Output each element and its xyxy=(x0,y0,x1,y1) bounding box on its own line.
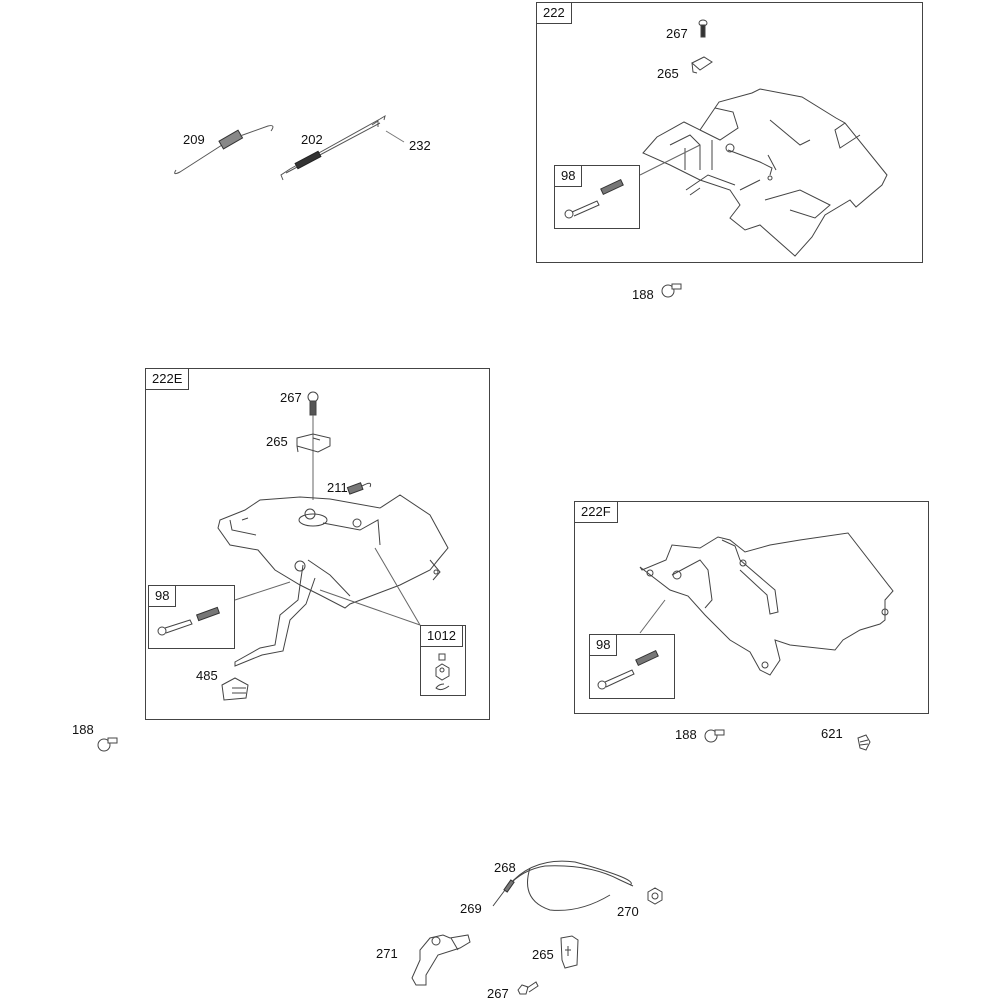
callout-222-265: 265 xyxy=(657,66,679,81)
callout-269: 269 xyxy=(460,901,482,916)
callout-188-left: 188 xyxy=(72,722,94,737)
inset-98-tag[interactable]: 98 xyxy=(554,165,583,187)
inset-98-tag[interactable]: 98 xyxy=(148,585,177,607)
group-222E-inset-1012: 1012 xyxy=(420,625,466,696)
group-222E-inset-98: 98 xyxy=(148,585,235,649)
callout-202: 202 xyxy=(301,132,323,147)
callout-222-267: 267 xyxy=(666,26,688,41)
callout-188-right: 188 xyxy=(675,727,697,742)
inset-1012-tag[interactable]: 1012 xyxy=(420,625,463,647)
spring-209-drawing xyxy=(175,126,273,174)
callout-232: 232 xyxy=(409,138,431,153)
group-222-box: 222 xyxy=(536,2,923,263)
group-222F-tag[interactable]: 222F xyxy=(574,501,618,523)
callout-222E-485: 485 xyxy=(196,668,218,683)
callout-265-cable: 265 xyxy=(532,947,554,962)
group-222F-inset-98: 98 xyxy=(589,634,675,699)
callout-222E-211: 211 xyxy=(327,480,348,495)
callout-222E-267: 267 xyxy=(280,390,302,405)
callout-271: 271 xyxy=(376,946,398,961)
callout-268: 268 xyxy=(494,860,516,875)
group-222-tag[interactable]: 222 xyxy=(536,2,572,24)
group-222E-box: 222E xyxy=(145,368,490,720)
pin-spring-drawing xyxy=(157,606,221,636)
callout-270: 270 xyxy=(617,904,639,919)
callout-188-top: 188 xyxy=(632,287,654,302)
callout-222E-265: 265 xyxy=(266,434,288,449)
screw-nut-clip-drawing xyxy=(435,653,450,691)
group-222-inset-98: 98 xyxy=(554,165,640,229)
callout-267-cable: 267 xyxy=(487,986,509,1001)
inset-98-tag[interactable]: 98 xyxy=(589,634,618,656)
pin-spring-drawing xyxy=(597,649,659,690)
group-222E-tag[interactable]: 222E xyxy=(145,368,190,390)
callout-621: 621 xyxy=(821,726,843,741)
link-202-drawing xyxy=(281,116,404,180)
pin-spring-drawing xyxy=(564,178,624,219)
callout-209: 209 xyxy=(183,132,205,147)
group-222F-box: 222F xyxy=(574,501,929,714)
